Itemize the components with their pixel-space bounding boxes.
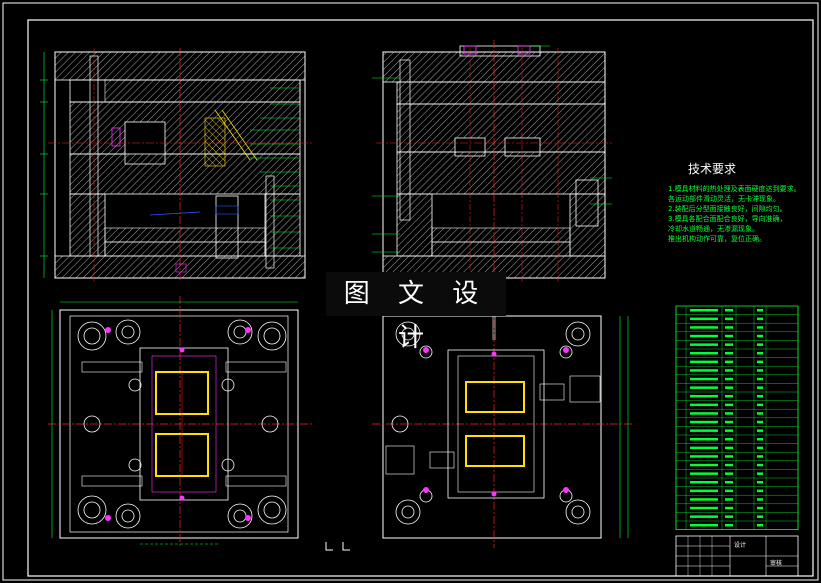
bom-cell-text — [725, 446, 733, 450]
watermark-banner: 图 文 设 计 — [326, 272, 506, 353]
bom-cell-text — [690, 343, 718, 346]
bom-cell-text — [757, 326, 763, 329]
bom-cell-text — [725, 309, 733, 312]
bom-cell-text — [757, 334, 763, 338]
bom-cell-text — [725, 360, 733, 364]
bom-cell-text — [690, 481, 718, 484]
bom-cell-text — [690, 309, 718, 312]
bom-cell-text — [757, 420, 763, 424]
bom-cell-text — [757, 352, 763, 355]
tech-requirements-notes: 1.模具材料的热处理及表面硬度达到要求。 各运动部件滑动灵活，无卡滞现象。 2.… — [668, 184, 808, 244]
bom-cell-text — [725, 326, 733, 329]
section-mark — [325, 542, 350, 551]
bom-cell-text — [690, 472, 718, 475]
bom-cell-text — [725, 506, 733, 510]
bom-cell-text — [725, 472, 733, 475]
bom-cell-text — [690, 369, 718, 372]
bom-cell-text — [757, 489, 763, 493]
note-line: 各运动部件滑动灵活，无卡滞现象。 — [668, 195, 780, 203]
bill-of-materials — [675, 305, 799, 531]
note-line: 推出机构动作可靠，复位正确。 — [668, 235, 766, 243]
bom-cell-text — [690, 334, 718, 338]
bom-cell-text — [690, 326, 718, 329]
bom-cell-text — [725, 317, 733, 321]
bom-cell-text — [757, 446, 763, 450]
bom-cell-text — [690, 506, 718, 510]
bom-cell-text — [757, 455, 763, 458]
bom-cell-text — [757, 481, 763, 484]
bom-cell-text — [690, 317, 718, 321]
bom-cell-text — [690, 489, 718, 493]
bom-cell-text — [725, 463, 733, 467]
bom-cell-text — [725, 438, 733, 441]
bom-cell-text — [757, 429, 763, 432]
plan-view-right — [372, 306, 632, 548]
bom-cell-text — [757, 472, 763, 475]
bom-cell-text — [757, 438, 763, 441]
title-block-label-b: 审核 — [770, 560, 783, 567]
bom-cell-text — [690, 360, 718, 364]
bom-cell-text — [757, 386, 763, 389]
section-view-left — [40, 48, 312, 282]
bom-cell-text — [690, 455, 718, 458]
note-line: 3.模具各配合面配合良好，导向准确， — [668, 215, 787, 223]
title-block — [675, 535, 799, 577]
bom-cell-text — [725, 515, 733, 518]
bom-cell-text — [725, 377, 733, 381]
bom-cell-text — [690, 524, 718, 527]
bom-cell-text — [690, 377, 718, 381]
section-view-right — [372, 40, 612, 282]
note-line: 冷却水道畅通，无渗漏现象。 — [668, 225, 759, 233]
bom-cell-text — [690, 446, 718, 450]
bom-cell-text — [690, 395, 718, 398]
bom-cell-text — [690, 403, 718, 407]
bom-cell-text — [725, 455, 733, 458]
drawing-inner-frame — [27, 19, 814, 577]
bom-cell-text — [757, 395, 763, 398]
bom-cell-text — [690, 412, 718, 415]
bom-cell-text — [690, 438, 718, 441]
bom-cell-text — [690, 420, 718, 424]
plan-view-left — [48, 296, 312, 548]
note-line: 1.模具材料的热处理及表面硬度达到要求。 — [668, 185, 801, 193]
bom-cell-text — [690, 515, 718, 518]
bom-cell-text — [757, 463, 763, 467]
bom-cell-text — [725, 386, 733, 389]
bom-cell-text — [725, 369, 733, 372]
note-line: 2.装配后分型面接触良好，间隙均匀。 — [668, 205, 787, 213]
bom-cell-text — [757, 524, 763, 527]
bom-cell-text — [757, 360, 763, 364]
bom-cell-text — [757, 515, 763, 518]
title-block-label-a: 设计 — [734, 542, 747, 549]
bom-cell-text — [725, 481, 733, 484]
bom-cell-text — [757, 343, 763, 346]
bom-cell-text — [690, 429, 718, 432]
bom-cell-text — [757, 403, 763, 407]
bom-cell-text — [690, 498, 718, 501]
bom-cell-text — [757, 377, 763, 381]
bom-cell-text — [725, 395, 733, 398]
bom-cell-text — [725, 403, 733, 407]
bom-cell-text — [725, 489, 733, 493]
bom-cell-text — [725, 524, 733, 527]
bom-cell-text — [690, 352, 718, 355]
tech-requirements-title: 技术要求 — [688, 162, 737, 176]
bom-cell-text — [725, 334, 733, 338]
bom-cell-text — [725, 429, 733, 432]
bom-cell-text — [757, 369, 763, 372]
bom-cell-text — [725, 420, 733, 424]
bom-cell-text — [757, 317, 763, 321]
bom-cell-text — [725, 498, 733, 501]
bom-cell-text — [757, 498, 763, 501]
bom-cell-text — [690, 386, 718, 389]
bom-cell-text — [757, 412, 763, 415]
bom-cell-text — [757, 309, 763, 312]
bom-cell-text — [690, 463, 718, 467]
bom-cell-text — [725, 343, 733, 346]
bom-cell-text — [757, 506, 763, 510]
bom-cell-text — [725, 412, 733, 415]
bom-cell-text — [725, 352, 733, 355]
